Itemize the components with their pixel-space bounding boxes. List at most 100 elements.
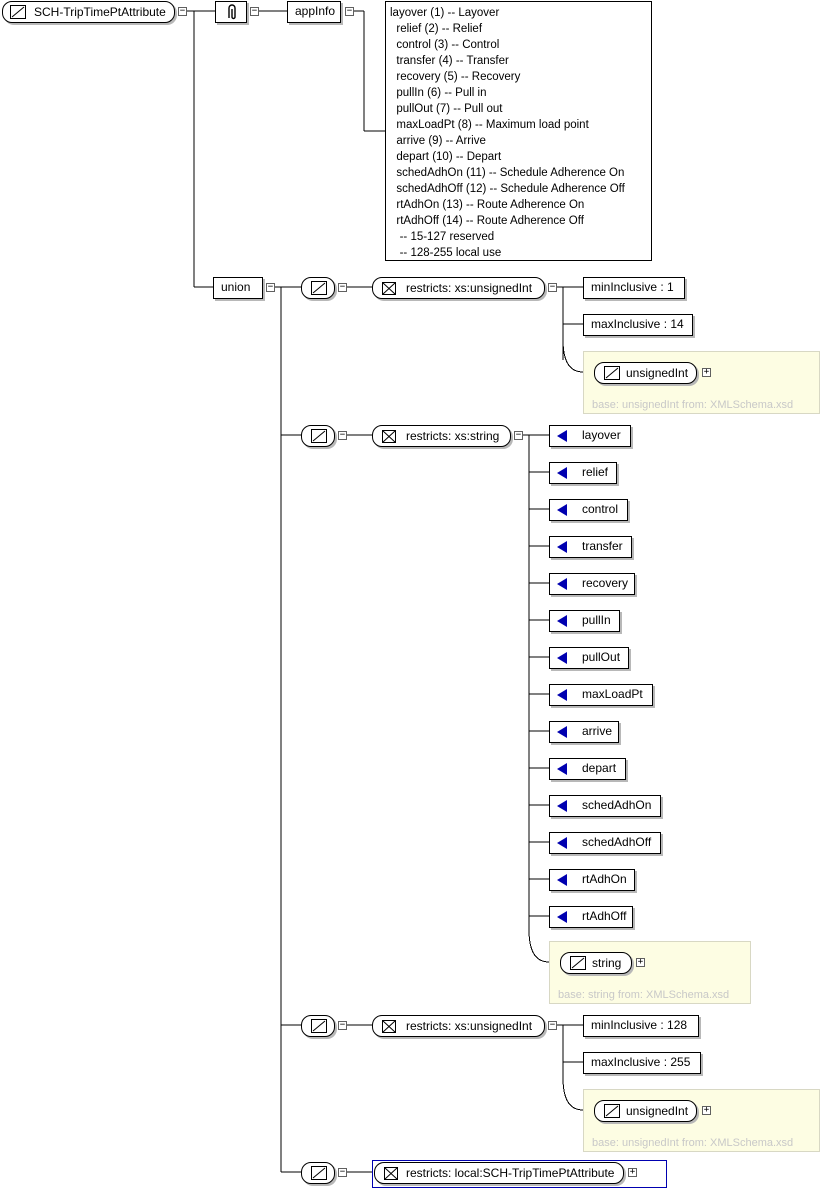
base-type-info: base: unsignedInt from: XMLSchema.xsd xyxy=(592,1137,794,1149)
enumeration-icon xyxy=(557,689,567,701)
restriction-1-collapse-toggle[interactable]: − xyxy=(548,282,557,292)
enumeration-arrive[interactable]: arrive xyxy=(549,721,619,743)
root-collapse-toggle[interactable]: − xyxy=(178,6,187,16)
doc-line: recovery (5) -- Recovery xyxy=(390,71,521,83)
restriction-icon xyxy=(382,282,396,295)
doc-line: schedAdhOn (11) -- Schedule Adherence On xyxy=(390,167,625,179)
enumeration-rtadhoff[interactable]: rtAdhOff xyxy=(549,906,633,928)
base-type-panel: unsignedInt + base: unsignedInt from: XM… xyxy=(583,351,820,414)
simple-type-icon xyxy=(311,281,327,295)
enumeration-label: depart xyxy=(582,761,617,775)
member-simple-type-3[interactable] xyxy=(301,1015,335,1037)
union-collapse-toggle[interactable]: − xyxy=(266,282,275,292)
enumeration-label: schedAdhOff xyxy=(582,835,652,849)
enumeration-rtadhon[interactable]: rtAdhOn xyxy=(549,869,635,891)
annotation-node[interactable] xyxy=(215,1,247,23)
root-label: SCH-TripTimePtAttribute xyxy=(34,5,166,19)
restriction-label: restricts: xs:unsignedInt xyxy=(406,281,533,295)
restriction-4-expand-toggle[interactable]: + xyxy=(628,1167,637,1177)
enumeration-layover[interactable]: layover xyxy=(549,425,631,447)
base-type-node[interactable]: string xyxy=(560,952,632,974)
doc-line: arrive (9) -- Arrive xyxy=(390,135,486,147)
member-simple-type-1[interactable] xyxy=(301,277,335,299)
restriction-icon xyxy=(382,1020,396,1033)
enumeration-icon xyxy=(557,541,567,553)
facet-max-inclusive[interactable]: maxInclusive : 255 xyxy=(583,1052,701,1074)
enumeration-icon xyxy=(557,837,567,849)
doc-line: -- 15-127 reserved xyxy=(390,231,495,243)
root-simple-type[interactable]: SCH-TripTimePtAttribute xyxy=(2,1,175,23)
enumeration-label: rtAdhOn xyxy=(582,872,627,886)
enumeration-icon xyxy=(557,763,567,775)
simple-type-icon xyxy=(311,429,327,443)
member-4-collapse-toggle[interactable]: − xyxy=(338,1167,347,1177)
doc-line: layover (1) -- Layover xyxy=(390,7,500,19)
member-simple-type-4[interactable] xyxy=(301,1162,335,1184)
annotation-collapse-toggle[interactable]: − xyxy=(250,6,259,16)
restriction-node-1[interactable]: restricts: xs:unsignedInt xyxy=(372,277,545,299)
union-node[interactable]: union xyxy=(213,277,263,299)
enumeration-maxloadpt[interactable]: maxLoadPt xyxy=(549,684,653,706)
simple-type-icon xyxy=(604,366,620,380)
facet-max-inclusive[interactable]: maxInclusive : 14 xyxy=(583,314,693,336)
simple-type-icon xyxy=(604,1104,620,1118)
base-type-expand-toggle[interactable]: + xyxy=(702,1105,711,1115)
enumeration-depart[interactable]: depart xyxy=(549,758,626,780)
base-type-panel: string + base: string from: XMLSchema.xs… xyxy=(549,941,751,1004)
enumeration-label: control xyxy=(582,502,619,516)
enumeration-label: rtAdhOff xyxy=(582,909,627,923)
doc-line: rtAdhOff (14) -- Route Adherence Off xyxy=(390,215,584,227)
member-2-collapse-toggle[interactable]: − xyxy=(338,430,347,440)
enumeration-schedadhon[interactable]: schedAdhOn xyxy=(549,795,661,817)
member-simple-type-2[interactable] xyxy=(301,425,335,447)
restriction-3-collapse-toggle[interactable]: − xyxy=(548,1020,557,1030)
enumeration-recovery[interactable]: recovery xyxy=(549,573,635,595)
base-type-label: string xyxy=(592,956,622,970)
enumeration-control[interactable]: control xyxy=(549,499,628,521)
doc-line: pullOut (7) -- Pull out xyxy=(390,103,503,115)
restriction-2-collapse-toggle[interactable]: − xyxy=(514,430,523,440)
facet-min-inclusive[interactable]: minInclusive : 128 xyxy=(583,1015,699,1037)
base-type-node[interactable]: unsignedInt xyxy=(594,1100,697,1122)
enumeration-icon xyxy=(557,578,567,590)
restriction-label: restricts: xs:string xyxy=(406,429,500,443)
base-type-node[interactable]: unsignedInt xyxy=(594,362,697,384)
base-type-info: base: string from: XMLSchema.xsd xyxy=(558,989,730,1001)
base-type-label: unsignedInt xyxy=(626,1104,689,1118)
doc-line: rtAdhOn (13) -- Route Adherence On xyxy=(390,199,585,211)
base-type-expand-toggle[interactable]: + xyxy=(636,957,645,967)
member-3-collapse-toggle[interactable]: − xyxy=(338,1020,347,1030)
member-1-collapse-toggle[interactable]: − xyxy=(338,282,347,292)
enumeration-label: pullOut xyxy=(582,650,621,664)
enumeration-schedadhoff[interactable]: schedAdhOff xyxy=(549,832,661,854)
enumeration-pullout[interactable]: pullOut xyxy=(549,647,629,669)
base-type-panel: unsignedInt + base: unsignedInt from: XM… xyxy=(583,1089,820,1152)
enumeration-icon xyxy=(557,504,567,516)
simple-type-icon xyxy=(10,5,26,19)
doc-line: transfer (4) -- Transfer xyxy=(390,55,509,67)
enumeration-label: arrive xyxy=(582,724,613,738)
enumeration-relief[interactable]: relief xyxy=(549,462,617,484)
restriction-node-4[interactable]: restricts: local:SCH-TripTimePtAttribute xyxy=(374,1162,624,1184)
enumeration-icon xyxy=(557,911,567,923)
appinfo-node[interactable]: appInfo xyxy=(287,1,341,23)
enumeration-pullin[interactable]: pullIn xyxy=(549,610,620,632)
doc-line: maxLoadPt (8) -- Maximum load point xyxy=(390,119,589,131)
doc-line: relief (2) -- Relief xyxy=(390,23,483,35)
simple-type-icon xyxy=(570,956,586,970)
enumeration-icon xyxy=(557,874,567,886)
base-type-expand-toggle[interactable]: + xyxy=(702,367,711,377)
enumeration-icon xyxy=(557,726,567,738)
paperclip-icon xyxy=(228,4,236,20)
restriction-node-2[interactable]: restricts: xs:string xyxy=(372,425,511,447)
restriction-icon xyxy=(382,430,396,443)
enumeration-label: transfer xyxy=(582,539,623,553)
appinfo-collapse-toggle[interactable]: − xyxy=(345,6,354,16)
facet-min-inclusive[interactable]: minInclusive : 1 xyxy=(583,277,685,299)
simple-type-icon xyxy=(311,1166,327,1180)
enumeration-icon xyxy=(557,615,567,627)
documentation-text: layover (1) -- Layover relief (2) -- Rel… xyxy=(385,1,652,261)
restriction-node-3[interactable]: restricts: xs:unsignedInt xyxy=(372,1015,545,1037)
enumeration-transfer[interactable]: transfer xyxy=(549,536,632,558)
restriction-icon xyxy=(384,1167,398,1180)
